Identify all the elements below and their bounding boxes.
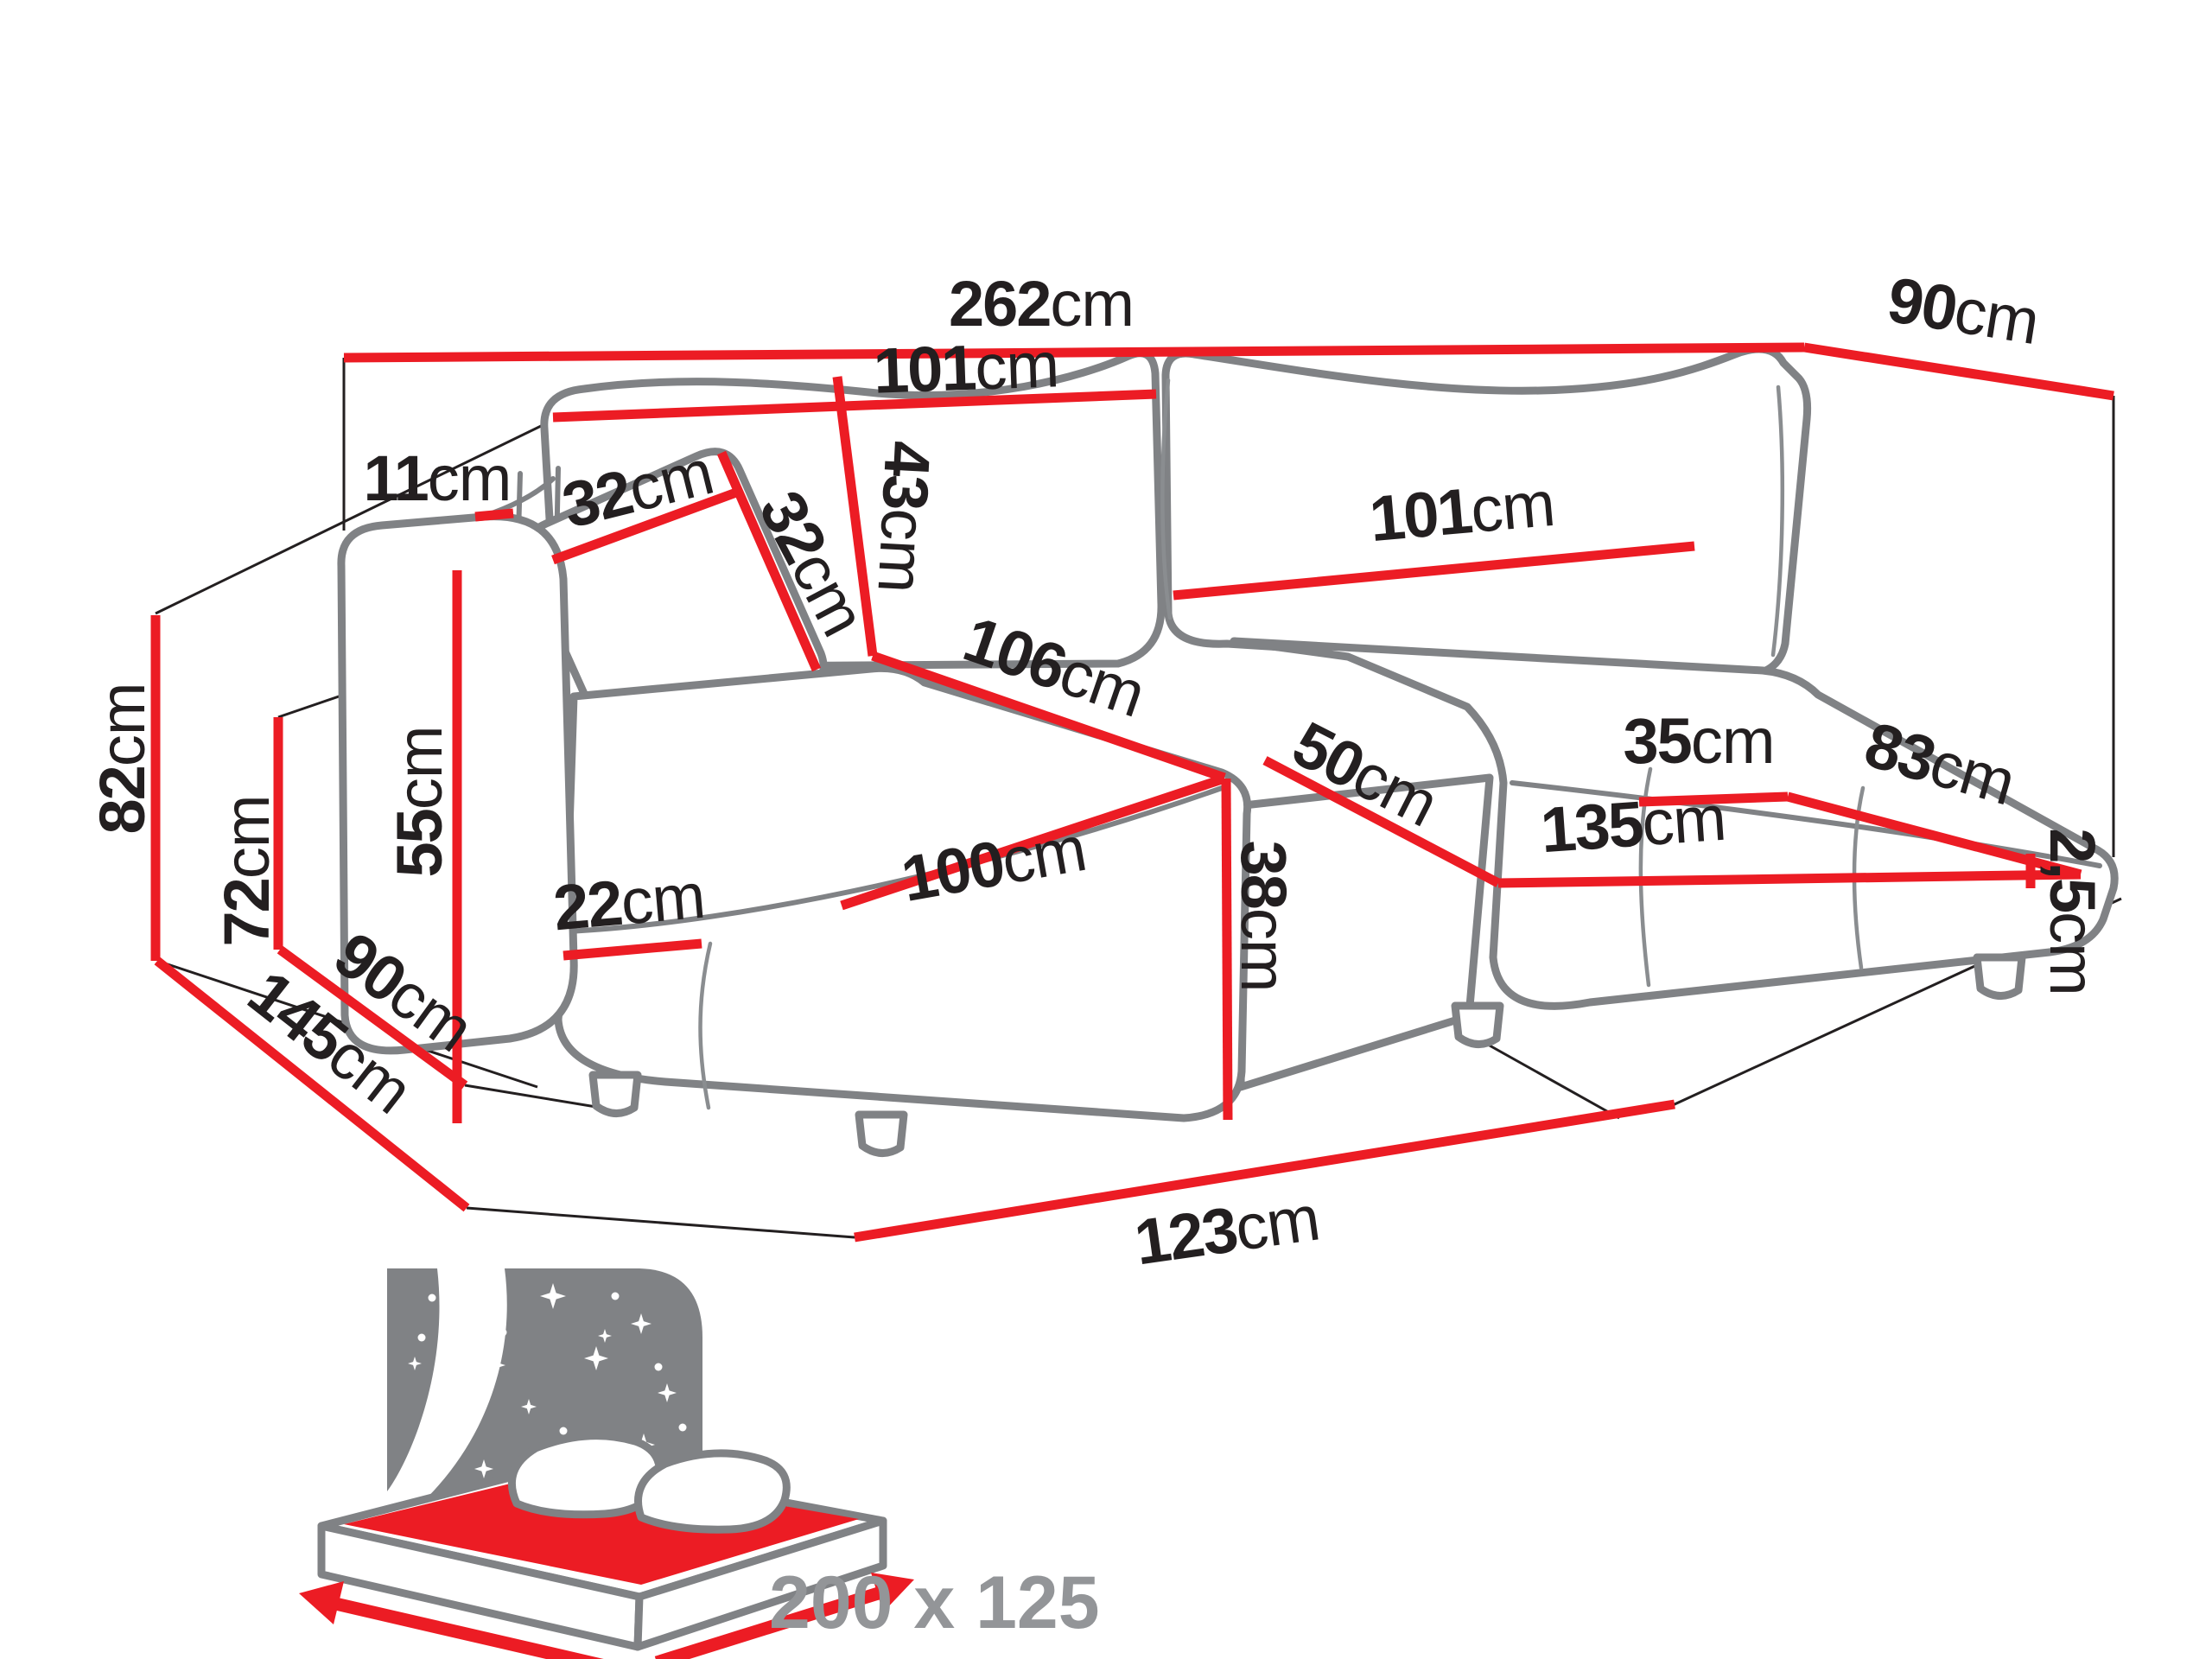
mattress-right-face: [633, 1516, 887, 1651]
floor-mid-edge: [464, 1084, 613, 1111]
chaise-section: [554, 664, 1252, 1122]
duvet-pillow-right: [634, 1449, 791, 1534]
duvet-pillow-left: [507, 1432, 664, 1519]
dim-line-101-left: [552, 389, 1157, 423]
dim-line-50: [1262, 756, 1501, 887]
chaise-top-front-crease: [563, 785, 1224, 934]
arrow-head-left: [299, 1581, 344, 1624]
chaise-face-seam: [698, 941, 713, 1110]
dim-line-35: [1638, 791, 1789, 807]
backrest-cushion-right: [1161, 345, 1812, 680]
dim-line-90-top: [1803, 342, 2114, 401]
right-seat-face-seam-1: [1638, 766, 1653, 988]
dim-line-90-bottom: [276, 945, 468, 1090]
dim-line-101-right: [1173, 541, 1695, 601]
dim-line-11: [474, 508, 514, 522]
dim-line-38: [1221, 778, 1233, 1121]
dim-line-135: [1497, 869, 2082, 888]
sofa-foot: [1451, 1001, 1504, 1048]
chaise-side-face: [1236, 773, 1494, 1091]
size-arrows: [299, 1573, 914, 1659]
backrest-seam-right-end: [1770, 385, 1785, 658]
sleeping-size-label: 200 x 125: [769, 1566, 1100, 1640]
right-seat-section: [1230, 637, 2119, 1010]
arrow-head-right: [871, 1573, 914, 1612]
dim-line-32-side: [716, 450, 822, 672]
sleeping-size-value: 200 x 125: [769, 1561, 1100, 1644]
dim-line-106: [871, 651, 1226, 783]
floor-front-left-edge: [466, 1206, 855, 1239]
bed-night-icon: [299, 1268, 914, 1659]
right-seat-top-crease: [1510, 780, 2102, 868]
dim-line-100: [840, 773, 1226, 911]
foot-projection-line: [1481, 1039, 1620, 1120]
dimension-lines: [150, 342, 2114, 1243]
sofa-foot: [855, 1110, 908, 1157]
sofa-foot: [1973, 953, 2026, 1000]
dim-line-22: [563, 938, 702, 961]
backrest-seam-left: [1160, 378, 1173, 620]
dim-line-262: [343, 342, 1805, 363]
dim-line-145: [154, 957, 470, 1212]
sofa-outline: [337, 345, 2119, 1157]
sofa-foot: [588, 1071, 642, 1117]
dim-line-123: [854, 1099, 1675, 1243]
moon-swoosh: [387, 1268, 507, 1531]
height-82-connector: [155, 394, 604, 615]
dim-line-32-top: [551, 487, 738, 565]
dim-line-43: [832, 376, 878, 657]
